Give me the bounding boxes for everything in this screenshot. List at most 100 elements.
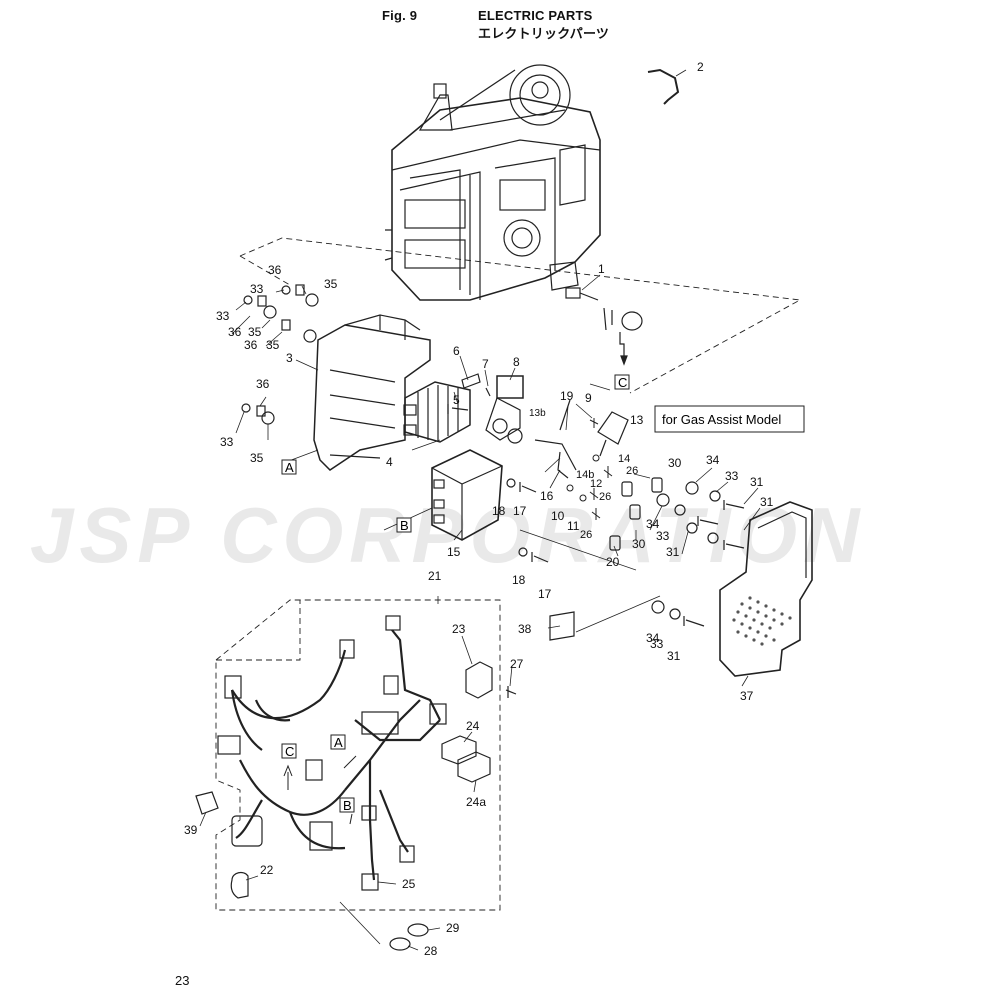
arrow-a [343,755,357,769]
part-26-bolt-b [591,508,601,520]
part-6-clip [461,373,481,389]
arrow-b [349,813,353,825]
callout-11: 11 [567,519,580,533]
callout-33f: 33 [650,637,664,651]
callout-26b: 26 [599,491,611,503]
part-24-fuse-box [441,735,477,765]
callout-numbers: 2 1 3 6 7 8 5 4 15 19 13b 9 13 14 26 14b… [184,60,774,958]
callout-36c: 36 [244,338,258,352]
callout-17b: 17 [538,587,552,601]
callout-28: 28 [424,944,438,958]
callout-23: 23 [452,622,466,636]
callout-31b: 31 [760,495,774,509]
callout-39: 39 [184,823,198,837]
part-7-screw [485,387,491,397]
grommet-set [241,284,319,425]
callout-3: 3 [286,351,293,365]
watermark-logo: JSP CORPORATION [30,491,866,579]
callout-35a: 35 [324,277,338,291]
callout-6: 6 [453,344,460,358]
ref-c-upper: C [618,375,627,390]
callout-30a: 30 [668,456,682,470]
callout-31d: 31 [667,649,681,663]
callout-35b: 35 [248,325,262,339]
part-12-bolt [589,488,599,500]
callout-34a: 34 [706,453,720,467]
callout-24a: 24a [466,795,486,809]
callout-31a: 31 [750,475,764,489]
callout-1: 1 [598,262,605,276]
part-9-bolt [589,418,599,428]
title-japanese: エレクトリックパーツ [478,26,610,41]
callout-26c: 26 [580,529,592,541]
callout-34b: 34 [646,517,660,531]
callout-33d: 33 [725,469,739,483]
part-4-rectifier [403,381,471,443]
part-17-bolt [506,478,549,563]
callout-18b: 18 [512,573,526,587]
part-37-cover [719,501,813,677]
callout-33b: 33 [216,309,230,323]
callout-21: 21 [428,569,442,583]
part-15-ecu [431,449,503,541]
page-number: 23 [175,973,190,988]
part-29-clamp [407,923,429,937]
callout-16: 16 [540,489,554,503]
part-26-bolt [603,466,613,478]
callout-36d: 36 [256,377,270,391]
callout-31c: 31 [666,545,680,559]
part-23-relay [465,661,493,699]
ref-b-upper: B [400,518,409,533]
region-outline-upper [239,237,802,394]
callout-34c: 34 [646,631,660,645]
callout-29: 29 [446,921,460,935]
callout-8: 8 [513,355,520,369]
callout-33a: 33 [250,282,264,296]
callout-15: 15 [447,545,461,559]
callout-13b: 13b [529,408,546,419]
part-25-relay [361,873,379,891]
callout-24: 24 [466,719,480,733]
ref-a-upper: A [285,460,294,475]
ref-b-lower: B [343,798,352,813]
ref-c-lower: C [285,744,294,759]
leader-lines [199,69,761,951]
callout-14: 14 [618,453,630,465]
callout-4: 4 [386,455,393,469]
callout-10: 10 [551,509,565,523]
callout-38: 38 [518,622,532,636]
bushing-set [609,477,745,627]
harness-connectors [217,615,447,863]
callout-13: 13 [630,413,644,427]
callout-36b: 36 [228,325,242,339]
gas-assist-note: for Gas Assist Model [662,412,781,427]
reference-boxes: A B C A C B for Gas Assist Model [281,374,805,813]
callout-19: 19 [560,389,574,403]
callout-27: 27 [510,657,524,671]
callout-18a: 18 [492,504,506,518]
callout-14b: 14b [576,469,594,481]
callout-30b: 30 [632,537,646,551]
callout-12: 12 [590,478,602,490]
callout-35d: 35 [250,451,264,465]
engine-block-illustration [384,64,601,301]
part-2-cable [647,68,680,105]
part-28-clamp [389,937,411,951]
part-39-connector [195,791,219,815]
callout-9: 9 [585,391,592,405]
part-22-cap [230,871,249,899]
part-19-leader [559,399,571,431]
part-13-solenoid [597,411,629,457]
callout-25: 25 [402,877,416,891]
callout-36a: 36 [268,263,282,277]
part-24a-fuse-box [457,751,491,783]
callout-26a: 26 [626,465,638,477]
callout-20: 20 [606,555,620,569]
part-8-coil [485,375,577,471]
callout-37: 37 [740,689,754,703]
arrow-c [283,764,293,790]
callout-5: 5 [453,393,460,407]
ref-a-lower: A [334,735,343,750]
callout-22: 22 [260,863,274,877]
